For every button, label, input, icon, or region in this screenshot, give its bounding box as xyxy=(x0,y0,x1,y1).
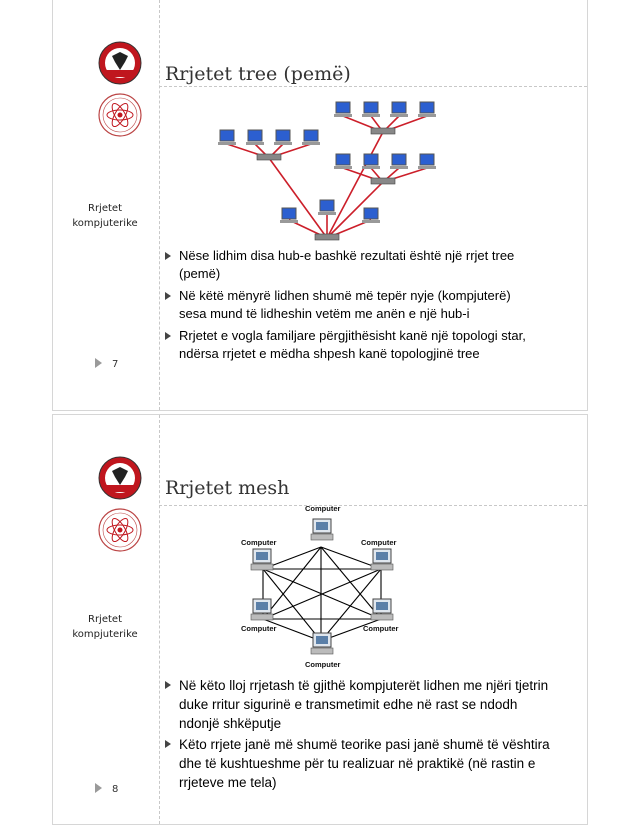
slide-title: Rrjetet tree (pemë) xyxy=(165,63,351,85)
page-marker-icon xyxy=(95,783,102,793)
title-rule xyxy=(159,86,587,87)
bullet-arrow-icon xyxy=(165,292,171,300)
bullet-list: Në këto lloj rrjetash të gjithë kompjute… xyxy=(161,676,551,794)
computer-icons xyxy=(250,518,394,655)
side-label: Rrjetet kompjuterike xyxy=(72,614,138,640)
vertical-divider xyxy=(159,415,160,824)
computer-label: Computer xyxy=(241,624,276,633)
tree-topology-diagram xyxy=(218,101,436,241)
slide-mesh: Rrjetet mesh Computer Computer Computer xyxy=(52,414,588,825)
computer-label: Computer xyxy=(361,538,396,547)
bullet-arrow-icon xyxy=(165,740,171,748)
page-number: 7 xyxy=(95,358,118,370)
bullet-list: Nëse lidhim disa hub-e bashkë rezultati … xyxy=(161,247,541,367)
mesh-topology-diagram: Computer Computer Computer Computer Comp… xyxy=(241,504,398,669)
computer-label: Computer xyxy=(305,660,340,669)
list-item: Nëse lidhim disa hub-e bashkë rezultati … xyxy=(161,247,541,283)
slide-tree: Rrjetet tree (pemë) xyxy=(52,0,588,411)
university-logo-icon xyxy=(98,41,142,85)
computer-label: Computer xyxy=(363,624,398,633)
computer-label: Computer xyxy=(305,504,340,513)
bullet-arrow-icon xyxy=(165,332,171,340)
computer-label: Computer xyxy=(241,538,276,547)
page-number: 8 xyxy=(95,783,118,795)
bullet-arrow-icon xyxy=(165,252,171,260)
list-item: Në këtë mënyrë lidhen shumë më tepër nyj… xyxy=(161,287,541,323)
slide-title: Rrjetet mesh xyxy=(165,477,290,499)
side-label: Rrjetet kompjuterike xyxy=(72,203,138,229)
faculty-atom-logo-icon xyxy=(98,93,142,137)
title-rule xyxy=(159,505,587,506)
bullet-arrow-icon xyxy=(165,681,171,689)
list-item: Në këto lloj rrjetash të gjithë kompjute… xyxy=(161,676,551,733)
list-item: Këto rrjete janë më shumë teorike pasi j… xyxy=(161,735,551,792)
faculty-atom-logo-icon xyxy=(98,508,142,552)
vertical-divider xyxy=(159,0,160,410)
page-marker-icon xyxy=(95,358,102,368)
university-logo-icon xyxy=(98,456,142,500)
computer-icons xyxy=(218,101,436,223)
list-item: Rrjetet e vogla familjare përgjithësisht… xyxy=(161,327,541,363)
